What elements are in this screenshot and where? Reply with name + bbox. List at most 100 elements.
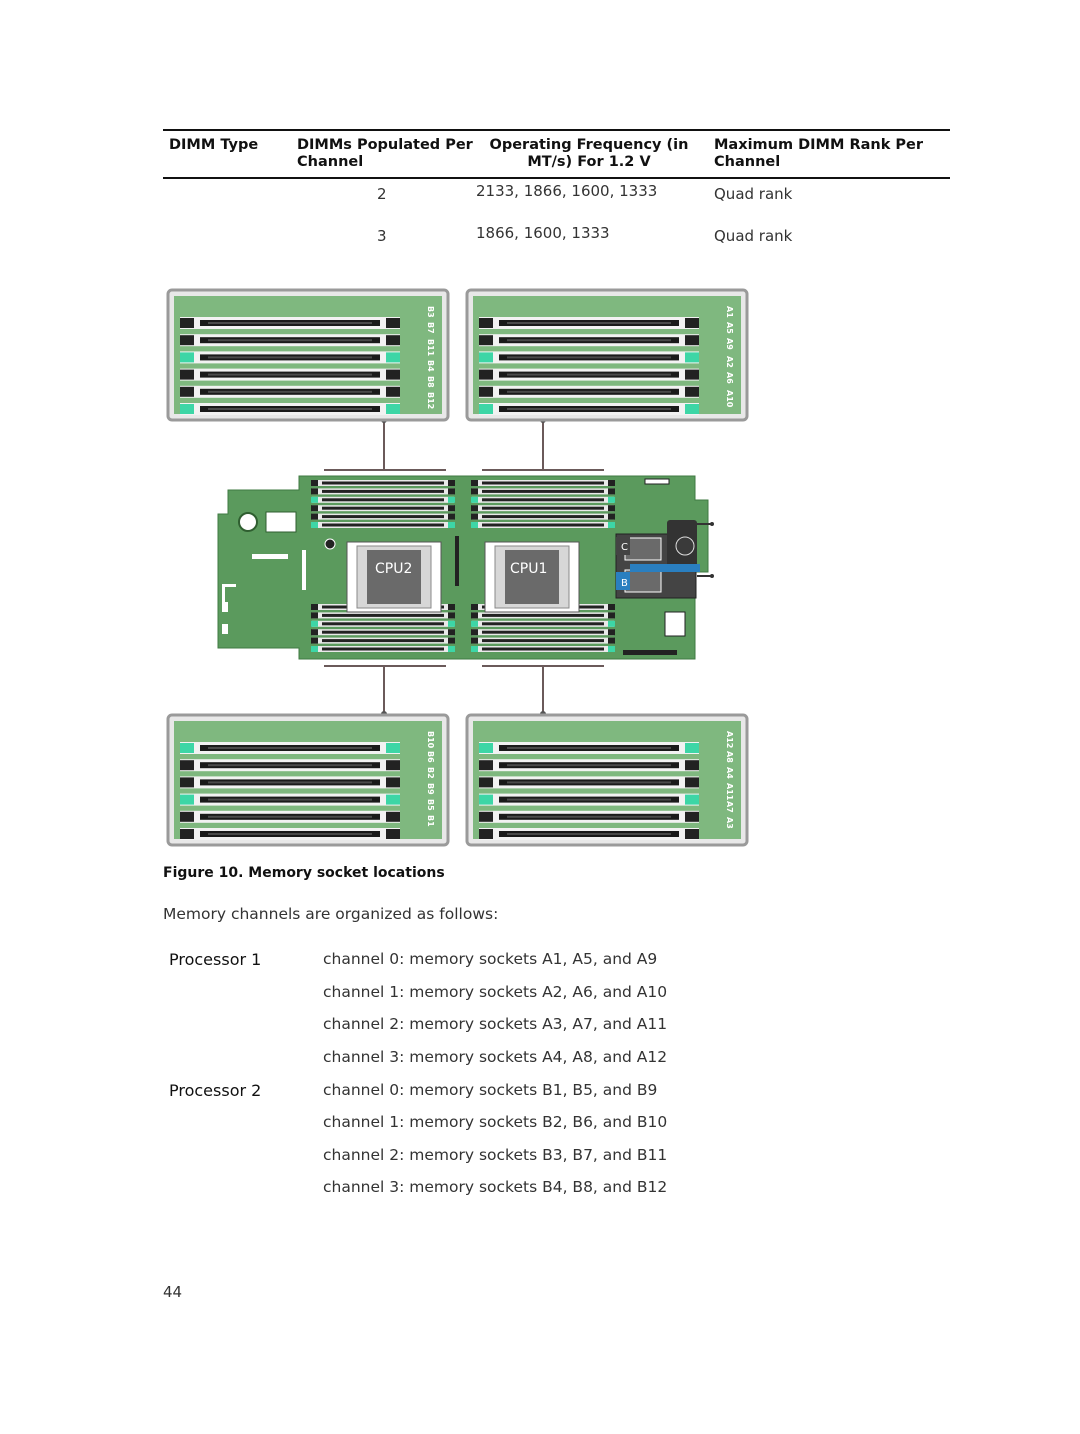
bank-label: B4: [426, 360, 435, 372]
board-dimm-slot: [311, 629, 455, 636]
channel-line: channel 3: memory sockets B4, B8, and B1…: [323, 1178, 668, 1196]
board-dimm-slot: [471, 620, 615, 627]
bank-label: B9: [426, 783, 435, 795]
table-row: 2 2133, 1866, 1600, 1333 Quad rank: [163, 179, 950, 221]
board-dimm-slot: [471, 646, 615, 652]
cpu2-label: CPU2: [375, 561, 412, 577]
page-number: 44: [163, 1283, 183, 1301]
channel-line: channel 0: memory sockets B1, B5, and B9: [323, 1081, 658, 1099]
dimm-slot: [180, 351, 400, 364]
cpu2-socket: CPU2: [346, 541, 442, 613]
board-dimm-slot: [311, 637, 455, 644]
board-dimm-slot: [471, 637, 615, 644]
dimm-bank-top-left: B3 B7 B11 B4 B8 B12: [166, 288, 450, 422]
board-dimm-slot: [471, 488, 615, 495]
cell-frequency: 2133, 1866, 1600, 1333: [476, 182, 658, 200]
bank-label: B8: [426, 376, 435, 388]
board-dimm-slot: [471, 480, 615, 486]
dimm-slot: [479, 403, 699, 415]
bank-label: B10: [426, 731, 435, 749]
bank-label: B11: [426, 339, 435, 357]
dimm-slot: [479, 351, 699, 364]
board-dimm-slot: [311, 646, 455, 652]
bank-label: A7: [725, 801, 734, 813]
dimm-slot: [180, 828, 400, 840]
bank-label: B2: [426, 767, 435, 779]
processor-1-label: Processor 1: [169, 950, 262, 969]
intro-text: Memory channels are organized as follows…: [163, 905, 499, 923]
bank-label: A9: [725, 338, 734, 350]
board-dimm-slot: [471, 505, 615, 512]
channel-line: channel 1: memory sockets A2, A6, and A1…: [323, 983, 668, 1001]
board-dimm-slot: [311, 505, 455, 512]
bank-label: A6: [725, 372, 734, 384]
channel-line: channel 2: memory sockets A3, A7, and A1…: [323, 1015, 668, 1033]
connector-lines: [324, 420, 604, 714]
header-dimm-type: DIMM Type: [169, 137, 259, 153]
channel-line: channel 3: memory sockets A4, A8, and A1…: [323, 1048, 668, 1066]
bank-label: A3: [725, 817, 734, 829]
board-dimm-slot: [471, 496, 615, 503]
table-row: 3 1866, 1600, 1333 Quad rank: [163, 221, 950, 263]
channel-line: channel 0: memory sockets A1, A5, and A9: [323, 950, 658, 968]
dimm-slot: [479, 368, 699, 381]
dimm-bank-top-right: A1 A5 A9 A2 A6 A10: [465, 288, 749, 422]
dimm-slot: [180, 403, 400, 415]
cell-populated: 2: [377, 185, 387, 203]
dimm-slot: [479, 334, 699, 347]
dimm-slot: [479, 810, 699, 823]
connector-c-label: C: [621, 542, 628, 553]
processor-2-label: Processor 2: [169, 1081, 262, 1100]
dimm-slot: [180, 334, 400, 347]
bank-label: A8: [725, 751, 734, 763]
dimm-slot: [479, 793, 699, 806]
bank-label: B12: [426, 392, 435, 409]
board-dimm-slot: [311, 513, 455, 520]
bank-label: B3: [426, 306, 435, 318]
cell-rank: Quad rank: [714, 185, 793, 203]
connector-b-label: B: [621, 578, 628, 589]
dimm-bank-bottom-right: A12 A8 A4 A11 A7 A3: [465, 713, 749, 847]
channel-line: channel 2: memory sockets B3, B7, and B1…: [323, 1146, 668, 1164]
dimm-slot: [180, 385, 400, 398]
board-dimm-slot: [471, 522, 615, 528]
board-dimm-slot: [311, 496, 455, 503]
dimm-slot: [180, 368, 400, 381]
system-board: CPU2 CPU1 C B: [217, 475, 714, 660]
bank-label: A5: [725, 322, 734, 334]
dimm-slot: [479, 742, 699, 754]
board-dimm-slot: [311, 488, 455, 495]
bank-label: A2: [725, 356, 734, 368]
dimm-slot: [180, 793, 400, 806]
cpu1-socket: CPU1: [484, 541, 580, 613]
channel-line: channel 1: memory sockets B2, B6, and B1…: [323, 1113, 668, 1131]
bank-label: B7: [426, 322, 435, 334]
bank-label: B5: [426, 799, 435, 811]
figure-caption: Figure 10. Memory socket locations: [163, 865, 445, 881]
cell-populated: 3: [377, 227, 387, 245]
bank-label: A1: [725, 306, 734, 318]
dimm-slot: [479, 385, 699, 398]
board-dimm-slot: [311, 522, 455, 528]
mezzanine-area: C B: [615, 520, 714, 637]
bank-label: B1: [426, 815, 435, 827]
bank-label: B6: [426, 751, 435, 763]
dimm-slot: [180, 776, 400, 789]
board-dimm-slot: [311, 612, 455, 619]
bank-label: A10: [725, 390, 734, 408]
bank-label: A12: [725, 731, 734, 748]
cell-frequency: 1866, 1600, 1333: [476, 224, 610, 242]
board-dimm-slot: [471, 513, 615, 520]
board-dimm-slot: [471, 612, 615, 619]
dimm-slot: [479, 776, 699, 789]
cpu1-label: CPU1: [510, 561, 547, 577]
dimm-slot: [479, 759, 699, 772]
board-dimm-slot: [471, 629, 615, 636]
board-dimm-slot: [311, 480, 455, 486]
dimm-slot: [479, 828, 699, 840]
board-dimm-slot: [311, 620, 455, 627]
